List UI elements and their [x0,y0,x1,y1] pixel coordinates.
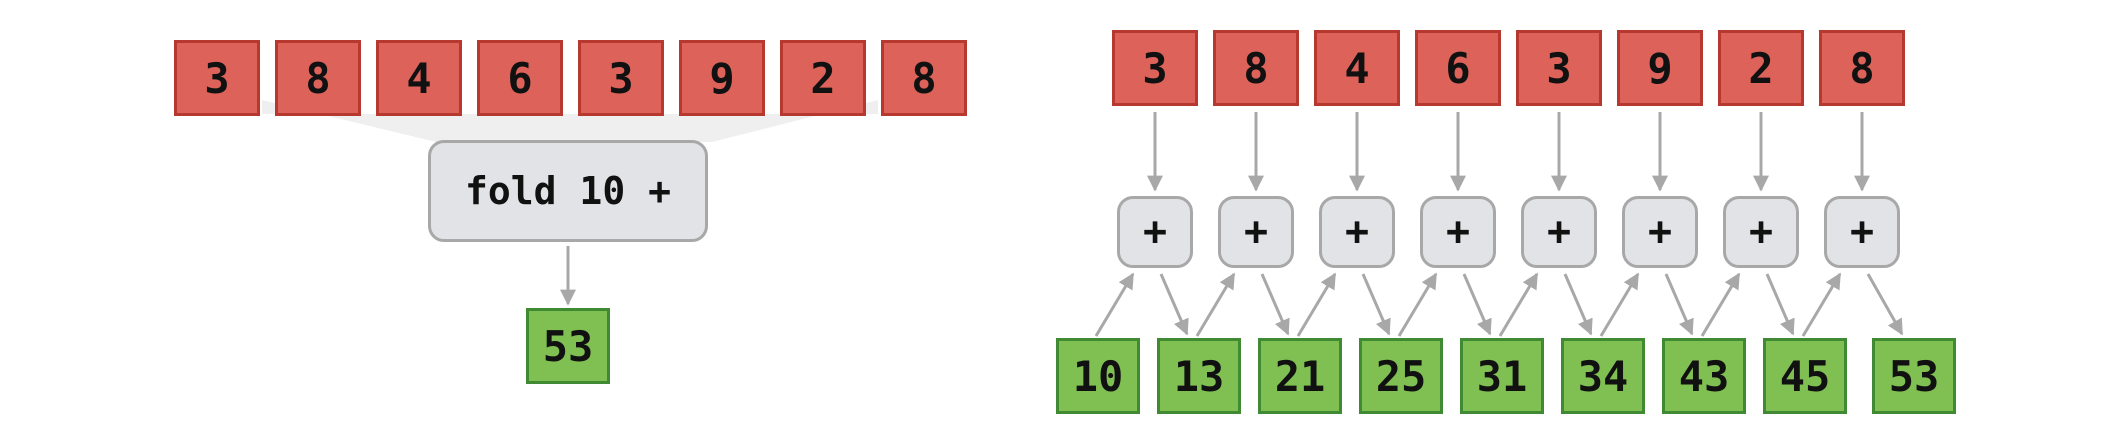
fold-result-box: 53 [526,308,610,384]
scan-accumulator-4: 31 [1460,338,1544,414]
scan-operator-7: + [1824,196,1900,268]
scan-accumulator-5-value: 34 [1577,351,1629,401]
scan-operator-symbol: + [1243,209,1269,255]
fold-input-4: 3 [578,40,664,116]
fold-operation-label: fold 10 + [465,169,671,213]
scan-op-to-acc-arrow-0 [1159,273,1189,336]
scan-input-4-value: 3 [1546,43,1572,93]
scan-input-5: 9 [1617,30,1703,106]
scan-input-2-value: 4 [1344,43,1370,93]
scan-op-to-acc-arrow-2 [1361,273,1391,336]
fold-input-0-value: 3 [204,53,230,103]
fold-input-6: 2 [780,40,866,116]
fold-input-1: 8 [275,40,361,116]
scan-operator-0: + [1117,196,1193,268]
scan-accumulator-1: 13 [1157,338,1241,414]
scan-input-3: 6 [1415,30,1501,106]
scan-op-to-acc-arrow-5 [1664,273,1694,336]
scan-accumulator-3: 25 [1359,338,1443,414]
fold-input-3: 6 [477,40,563,116]
scan-operator-1: + [1218,196,1294,268]
scan-acc-to-op-arrow-2 [1296,272,1337,337]
fold-input-6-value: 2 [810,53,836,103]
fold-result-value: 53 [542,321,594,371]
scan-accumulator-0-value: 10 [1072,351,1124,401]
scan-acc-to-op-arrow-6 [1700,272,1741,337]
scan-accumulator-7: 45 [1763,338,1847,414]
fold-input-7-value: 8 [911,53,937,103]
scan-input-5-value: 9 [1647,43,1673,93]
scan-operator-symbol: + [1849,209,1875,255]
scan-operator-3: + [1420,196,1496,268]
scan-input-1-value: 8 [1243,43,1269,93]
scan-operator-symbol: + [1647,209,1673,255]
scan-op-to-acc-arrow-7 [1866,273,1904,336]
scan-operator-4: + [1521,196,1597,268]
scan-accumulator-4-value: 31 [1476,351,1528,401]
scan-accumulator-2: 21 [1258,338,1342,414]
scan-acc-to-op-arrow-0 [1094,272,1135,337]
scan-input-6: 2 [1718,30,1804,106]
scan-acc-to-op-arrow-7 [1801,272,1842,337]
scan-input-7: 8 [1819,30,1905,106]
scan-accumulator-8: 53 [1872,338,1956,414]
scan-operator-symbol: + [1546,209,1572,255]
scan-operator-symbol: + [1142,209,1168,255]
scan-input-2: 4 [1314,30,1400,106]
scan-input-0: 3 [1112,30,1198,106]
fold-input-0: 3 [174,40,260,116]
fold-input-5: 9 [679,40,765,116]
fold-input-4-value: 3 [608,53,634,103]
fold-input-7: 8 [881,40,967,116]
scan-op-to-acc-arrow-6 [1765,273,1795,336]
scan-operator-symbol: + [1445,209,1471,255]
scan-accumulator-7-value: 45 [1779,351,1831,401]
fold-input-2-value: 4 [406,53,432,103]
scan-acc-to-op-arrow-5 [1599,272,1640,337]
scan-acc-to-op-arrow-3 [1397,272,1438,337]
fold-funnel-shadow [262,100,878,142]
scan-operator-5: + [1622,196,1698,268]
scan-accumulator-3-value: 25 [1375,351,1427,401]
scan-acc-to-op-arrow-1 [1195,272,1236,337]
scan-operator-symbol: + [1748,209,1774,255]
scan-accumulator-0: 10 [1056,338,1140,414]
fold-input-3-value: 6 [507,53,533,103]
scan-input-3-value: 6 [1445,43,1471,93]
scan-input-0-value: 3 [1142,43,1168,93]
fold-input-5-value: 9 [709,53,735,103]
scan-op-to-acc-arrow-1 [1260,273,1290,336]
scan-accumulator-1-value: 13 [1173,351,1225,401]
fold-input-2: 4 [376,40,462,116]
scan-input-6-value: 2 [1748,43,1774,93]
scan-operator-symbol: + [1344,209,1370,255]
scan-accumulator-6-value: 43 [1678,351,1730,401]
scan-operator-6: + [1723,196,1799,268]
scan-op-to-acc-arrow-3 [1462,273,1492,336]
scan-operator-2: + [1319,196,1395,268]
scan-accumulator-8-value: 53 [1888,351,1940,401]
scan-input-7-value: 8 [1849,43,1875,93]
fold-input-1-value: 8 [305,53,331,103]
scan-accumulator-2-value: 21 [1274,351,1326,401]
scan-accumulator-6: 43 [1662,338,1746,414]
fold-operation-box: fold 10 + [428,140,708,242]
scan-input-4: 3 [1516,30,1602,106]
scan-accumulator-5: 34 [1561,338,1645,414]
scan-acc-to-op-arrow-4 [1498,272,1539,337]
scan-op-to-acc-arrow-4 [1563,273,1593,336]
scan-input-1: 8 [1213,30,1299,106]
